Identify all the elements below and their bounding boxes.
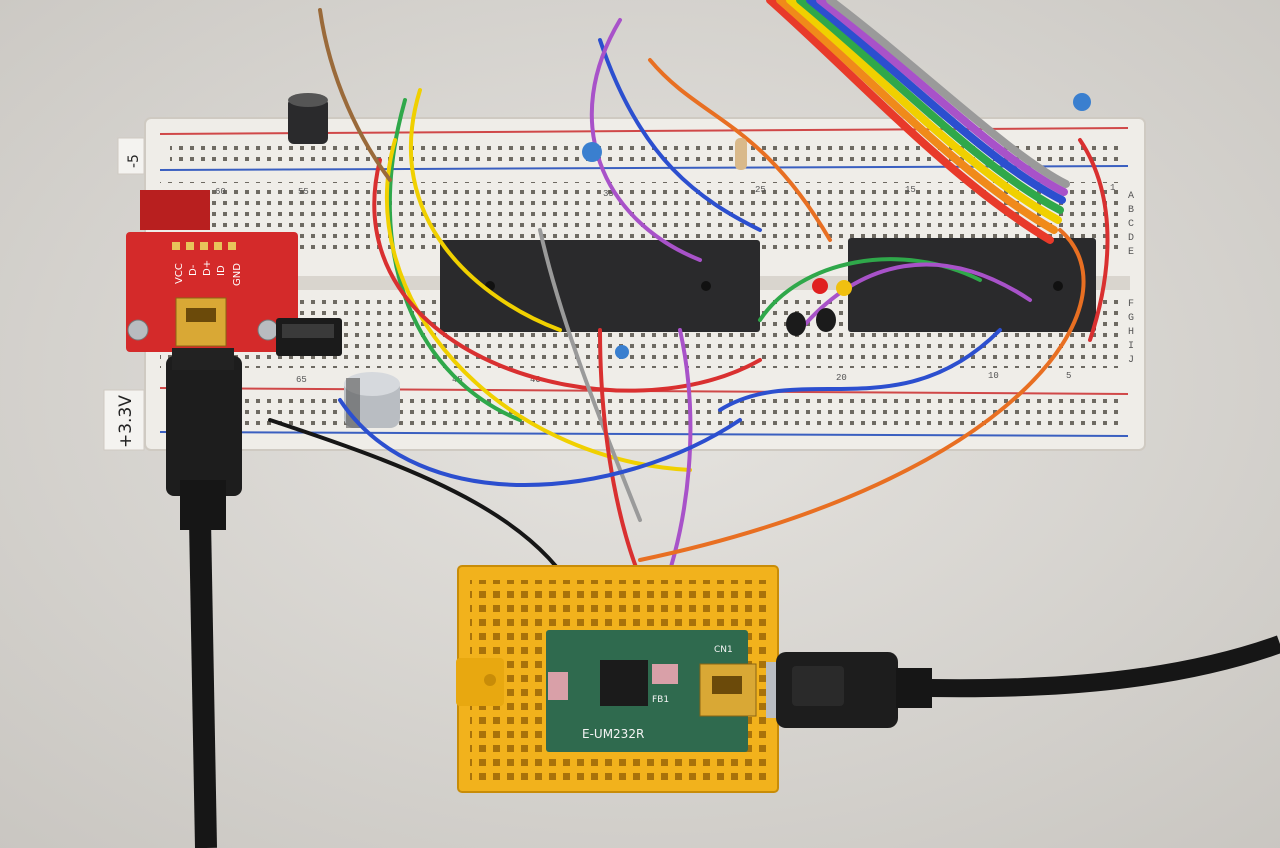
column-number: 65 [296, 375, 307, 385]
usb-cable-left [166, 348, 242, 848]
slide-switch [276, 318, 342, 356]
pin-label: GND [232, 263, 243, 286]
red-led [812, 278, 828, 294]
row-letter: D [1128, 233, 1134, 244]
usb-breakout-board: VCC D- D+ ID GND [126, 190, 298, 352]
electrolytic-capacitor [288, 93, 328, 144]
resistor [735, 138, 747, 170]
row-letter: G [1128, 313, 1134, 324]
row-letter: A [1128, 191, 1134, 202]
power-label-3v3: +3.3V [103, 389, 145, 451]
column-number: 15 [905, 185, 916, 195]
row-letter: C [1128, 219, 1134, 230]
column-number: 35 [603, 189, 614, 199]
row-letter: E [1128, 247, 1134, 258]
column-number: 55 [298, 187, 309, 197]
row-letters-top: A B C D E [1128, 191, 1134, 258]
row-letter: I [1128, 341, 1134, 352]
dip-chip-right [848, 238, 1096, 332]
power-label-top-text: -5 [126, 154, 142, 168]
row-letter: H [1128, 327, 1134, 338]
ftdi-silk-fb: FB1 [652, 695, 669, 705]
column-number: 10 [988, 371, 999, 381]
column-number: 40 [530, 375, 541, 385]
row-letter: J [1128, 355, 1134, 366]
pin-label: D+ [202, 260, 213, 276]
transistor [786, 312, 806, 336]
pin-label: VCC [174, 263, 185, 284]
yellow-led [836, 280, 852, 296]
pin-label: D- [188, 264, 199, 276]
ribbon-cable [766, 0, 1070, 244]
blue-capacitor [582, 142, 602, 162]
ftdi-module-label: E-UM232R [582, 727, 644, 741]
column-number: 20 [836, 373, 847, 383]
row-letter: B [1128, 205, 1134, 216]
header-pins [172, 242, 236, 250]
column-number: 60 [215, 187, 226, 197]
blue-capacitor [1073, 93, 1091, 111]
blue-capacitor [615, 345, 629, 359]
transistor [816, 308, 836, 332]
pin-label: ID [216, 265, 227, 276]
column-number: 25 [755, 185, 766, 195]
power-label-top: -5 [117, 137, 145, 175]
dip-chip-left [440, 240, 760, 332]
power-label-text: +3.3V [116, 395, 136, 448]
ftdi-silk-cn: CN1 [714, 645, 733, 655]
breakout-pin-labels: VCC D- D+ ID GND [174, 260, 243, 286]
silver-capacitor [344, 372, 400, 428]
row-letters-bottom: F G H I J [1128, 299, 1134, 366]
row-letter: F [1128, 299, 1134, 310]
column-number: 5 [1066, 371, 1071, 381]
usb-cable-right [766, 635, 1280, 728]
ftdi-module: E-UM232R FB1 CN1 [546, 630, 757, 752]
column-number: 1 [1110, 183, 1115, 193]
